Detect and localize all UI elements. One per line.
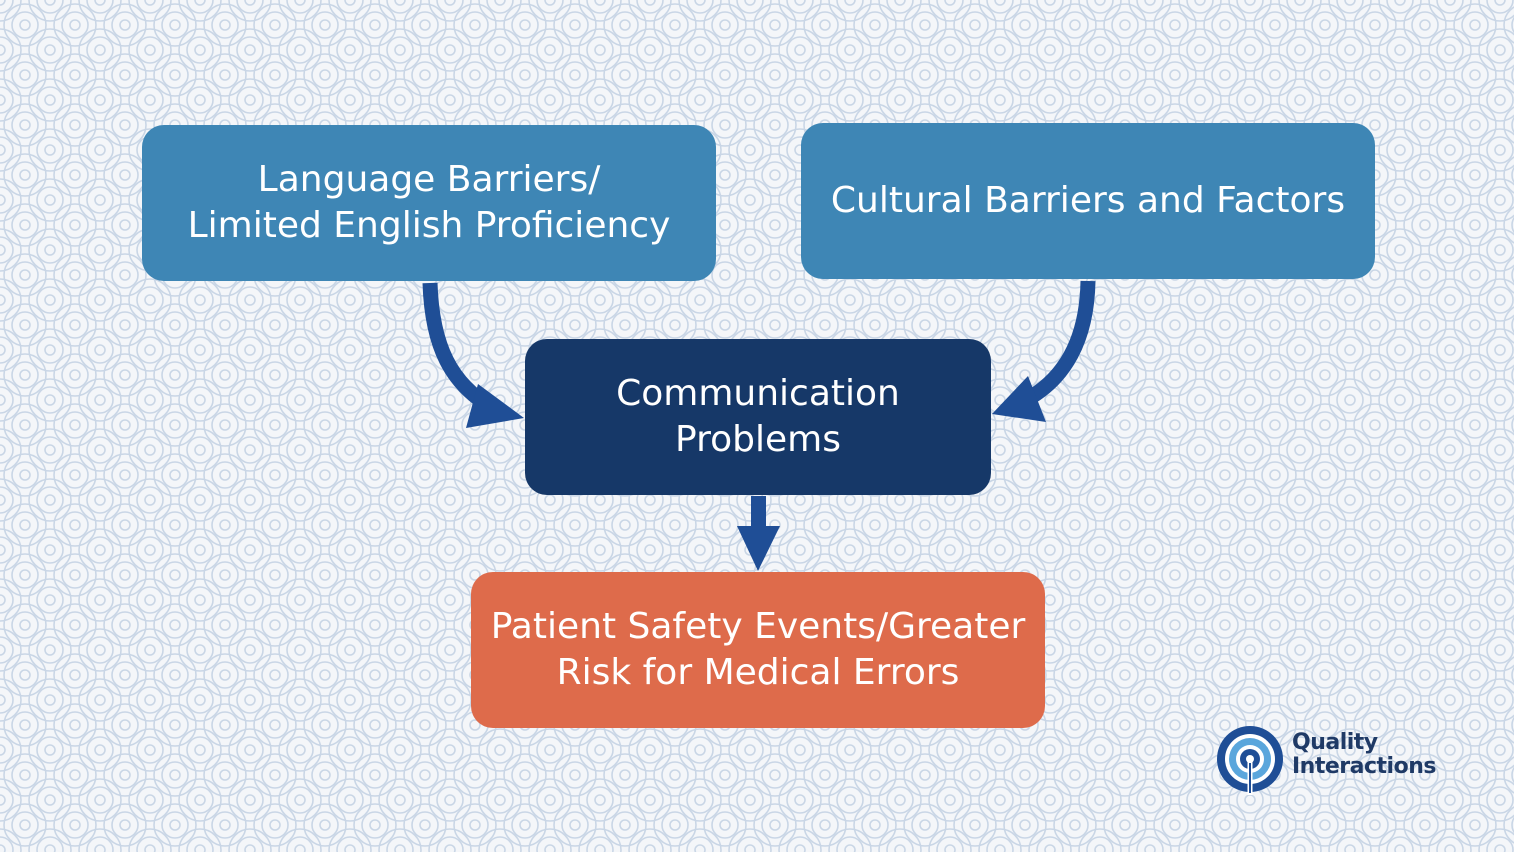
cultural-barriers-box: Cultural Barriers and Factors <box>801 123 1375 279</box>
box-text-line: Language Barriers/ <box>257 159 601 200</box>
communication-problems-box: Communication Problems <box>525 339 991 495</box>
box-text-line: Risk for Medical Errors <box>556 652 960 693</box>
language-barriers-box: Language Barriers/ Limited English Profi… <box>142 125 716 281</box>
logo-text-line: Interactions <box>1292 754 1436 779</box>
patient-safety-events-box: Patient Safety Events/Greater Risk for M… <box>471 572 1045 728</box>
logo-text-line: Quality <box>1292 730 1378 755</box>
box-text-line: Problems <box>675 419 841 460</box>
box-text-line: Patient Safety Events/Greater <box>490 606 1026 647</box>
box-text-line: Limited English Proficiency <box>187 205 671 246</box>
quality-interactions-logo-icon <box>1217 726 1283 795</box>
box-text-line: Communication <box>616 373 900 414</box>
box-text-line: Cultural Barriers and Factors <box>830 180 1346 221</box>
quality-interactions-logo: Quality Interactions <box>1214 723 1454 795</box>
logo-wordmark: Quality Interactions <box>1292 731 1436 779</box>
